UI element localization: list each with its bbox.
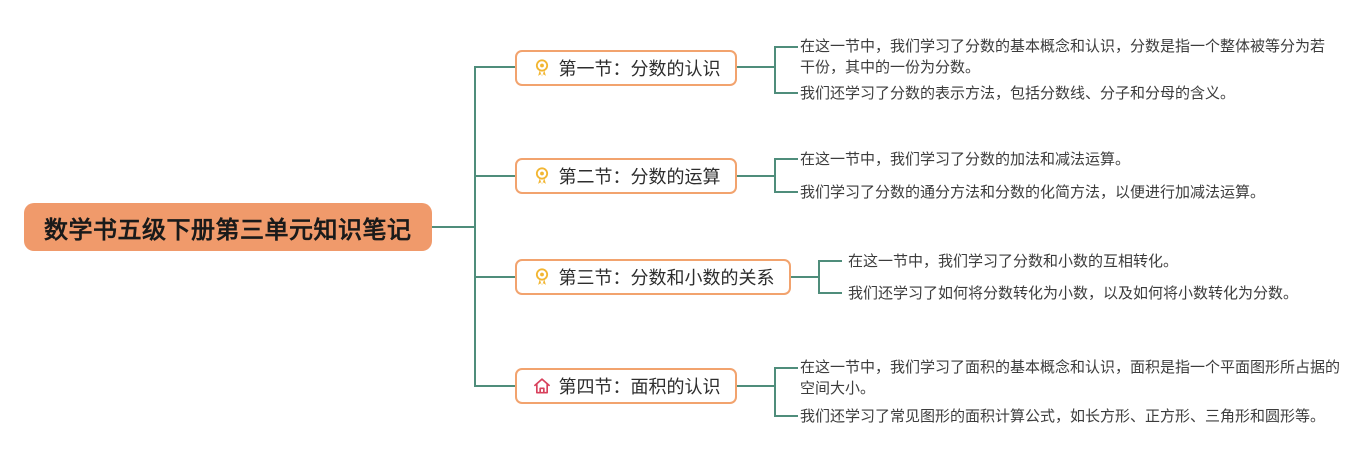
connector-line [774,46,798,48]
section-title: 第四节：面积的认识 [558,377,721,397]
connector-line [430,226,476,228]
section-title: 第一节：分数的认识 [558,59,721,79]
note-leaf[interactable]: 在这一节中，我们学习了分数的加法和减法运算。 [800,151,1131,168]
note-leaf[interactable]: 我们还学习了如何将分数转化为小数，以及如何将小数转化为分数。 [848,285,1299,302]
connector-line [774,367,776,417]
section-node-3[interactable]: 第三节：分数和小数的关系 [515,259,791,295]
connector-line [774,92,798,94]
connector-line [476,175,516,177]
connector-line [774,191,798,193]
section-node-1[interactable]: 第一节：分数的认识 [515,50,737,86]
connector-line [476,385,516,387]
note-leaf[interactable]: 我们还学习了常见图形的面积计算公式，如长方形、正方形、三角形和圆形等。 [800,408,1326,425]
connector-line [774,158,798,160]
connector-line [737,385,775,387]
connector-line [774,158,776,193]
connector-line [476,66,516,68]
medal-icon [532,166,552,186]
note-leaf[interactable]: 在这一节中，我们学习了面积的基本概念和认识，面积是指一个平面图形所占据的空间大小… [800,359,1341,397]
connector-line [474,66,476,387]
medal-icon [532,58,552,78]
connector-line [476,276,516,278]
root-topic-label: 数学书五级下册第三单元知识笔记 [44,216,412,244]
note-leaf[interactable]: 我们还学习了分数的表示方法，包括分数线、分子和分母的含义。 [800,85,1236,102]
connector-line [774,46,776,94]
section-title: 第二节：分数的运算 [558,167,721,187]
house-icon [532,376,552,396]
connector-line [737,66,775,68]
section-node-4[interactable]: 第四节：面积的认识 [515,368,737,404]
note-leaf[interactable]: 在这一节中，我们学习了分数的基本概念和认识，分数是指一个整体被等分为若干份，其中… [800,38,1326,76]
root-topic-node[interactable]: 数学书五级下册第三单元知识笔记 [24,203,432,251]
connector-line [818,292,842,294]
note-leaf[interactable]: 在这一节中，我们学习了分数和小数的互相转化。 [848,253,1179,270]
medal-icon [532,267,552,287]
connector-line [791,276,820,278]
connector-line [818,260,842,262]
section-node-2[interactable]: 第二节：分数的运算 [515,158,737,194]
connector-line [818,260,820,294]
section-title: 第三节：分数和小数的关系 [558,268,775,288]
connector-line [774,415,798,417]
connector-line [774,367,798,369]
connector-line [737,175,775,177]
note-leaf[interactable]: 我们学习了分数的通分方法和分数的化简方法，以便进行加减法运算。 [800,184,1266,201]
